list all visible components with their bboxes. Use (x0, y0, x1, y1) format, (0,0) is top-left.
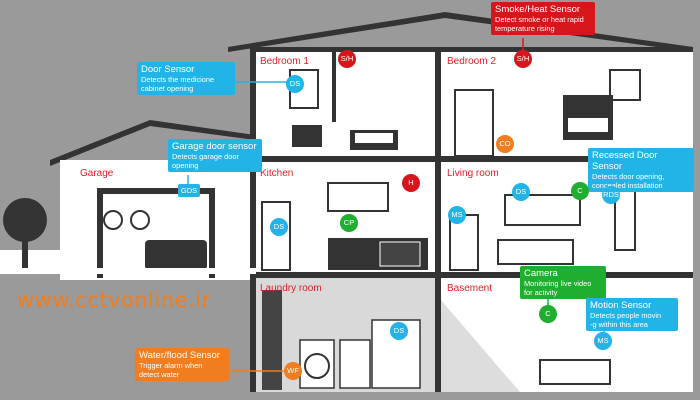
washer-door (304, 353, 330, 379)
dryer (339, 339, 371, 389)
door-sensor-badge[interactable]: DS (390, 322, 408, 340)
smoke-heat-badge[interactable]: S/H (338, 50, 356, 68)
stove (379, 241, 421, 267)
car (145, 240, 207, 270)
window (609, 69, 641, 101)
bike-wheel-right (130, 210, 150, 230)
ground-line (0, 268, 256, 274)
callout-line1: Monitoring live video (524, 279, 592, 288)
tree (3, 198, 47, 242)
tv-cabinet (504, 194, 581, 226)
door-sensor-badge[interactable]: DS (270, 218, 288, 236)
callout-line2: -g within this area (590, 320, 648, 329)
door-sensor-badge[interactable]: DS (512, 183, 530, 201)
callout-line1: Detects people movin (590, 311, 662, 320)
tree-trunk (22, 230, 28, 270)
callout-title: Camera (524, 268, 558, 279)
callout-water-flood: Water/flood Sensor Trigger alarm when de… (135, 348, 229, 381)
bike-wheel-left (103, 210, 123, 230)
door-sensor-badge[interactable]: DS (286, 75, 304, 93)
callout-line1: Detects garage door (172, 152, 239, 161)
callout-garage-door: Garage door sensor Detects garage door o… (168, 139, 262, 172)
bath-wall (332, 52, 336, 122)
co-sensor-badge[interactable]: CO (496, 135, 514, 153)
website-url[interactable]: www.cctvonline.ir (17, 288, 211, 312)
callout-title: Smoke/Heat Sensor (495, 4, 581, 15)
callout-title: Door Sensor (141, 64, 195, 75)
callout-recessed-door: Recessed Door Sensor Detects door openin… (588, 148, 694, 192)
recessed-door-sensor-badge[interactable]: RDS (602, 186, 620, 204)
callout-line1: Trigger alarm when (139, 361, 203, 370)
callout-smoke-heat: Smoke/Heat Sensor Detect smoke or heat r… (491, 2, 595, 35)
motion-sensor-badge[interactable]: MS (448, 206, 466, 224)
sink (292, 125, 322, 147)
callout-title: Motion Sensor (590, 300, 652, 311)
garage-roof (50, 120, 255, 166)
callout-camera: Camera Monitoring live video for activit… (520, 266, 606, 299)
callout-line2: temperature rising (495, 24, 555, 33)
room-label-laundry: Laundry room (260, 283, 322, 294)
camera-badge[interactable]: C (571, 182, 589, 200)
callout-title: Garage door sensor (172, 141, 257, 152)
stairs (441, 300, 520, 392)
callout-line1: Detect smoke or heat rapid (495, 15, 584, 24)
bedroom2-door (454, 89, 494, 157)
sofa (497, 239, 574, 265)
callout-line2: cabinet opening (141, 84, 194, 93)
callout-line1: Detects door opening, (592, 172, 665, 181)
camera-badge[interactable]: C (539, 305, 557, 323)
heat-sensor-badge[interactable]: H (402, 174, 420, 192)
callout-title: Water/flood Sensor (139, 350, 220, 361)
callout-line2: opening (172, 161, 199, 170)
room-label-garage: Garage (80, 168, 114, 179)
callout-line2: concealed installation (592, 181, 663, 190)
room-label-living-room: Living room (447, 168, 499, 179)
callout-line2: for activity (524, 288, 558, 297)
callout-door-sensor: Door Sensor Detects the medicione cabine… (137, 62, 235, 95)
callout-line1: Detects the medicione (141, 75, 215, 84)
room-label-bedroom1: Bedroom 1 (260, 56, 309, 67)
laundry-pipe (262, 290, 282, 390)
callout-title: Recessed Door Sensor (592, 150, 658, 172)
room-label-basement: Basement (447, 283, 493, 294)
callout-line2: detect water (139, 370, 180, 379)
basement-sofa (539, 359, 611, 385)
upper-cabinets (327, 182, 389, 212)
garage-door-sensor-badge[interactable]: GDS (178, 184, 200, 197)
room-label-kitchen: Kitchen (260, 168, 294, 179)
roof (228, 12, 693, 52)
bed2 (563, 95, 613, 140)
bed1-sheet (355, 133, 393, 143)
fence (0, 250, 60, 270)
water-flood-sensor-badge[interactable]: WF (284, 362, 302, 380)
motion-sensor-badge[interactable]: MS (594, 332, 612, 350)
control-panel-badge[interactable]: CP (340, 214, 358, 232)
room-label-bedroom2: Bedroom 2 (447, 56, 496, 67)
bedroom1-area (256, 52, 435, 156)
kitchen-door (261, 201, 291, 271)
smoke-heat-badge[interactable]: S/H (514, 50, 532, 68)
bed2-sheet (568, 118, 608, 132)
callout-motion: Motion Sensor Detects people movin -g wi… (586, 298, 678, 331)
